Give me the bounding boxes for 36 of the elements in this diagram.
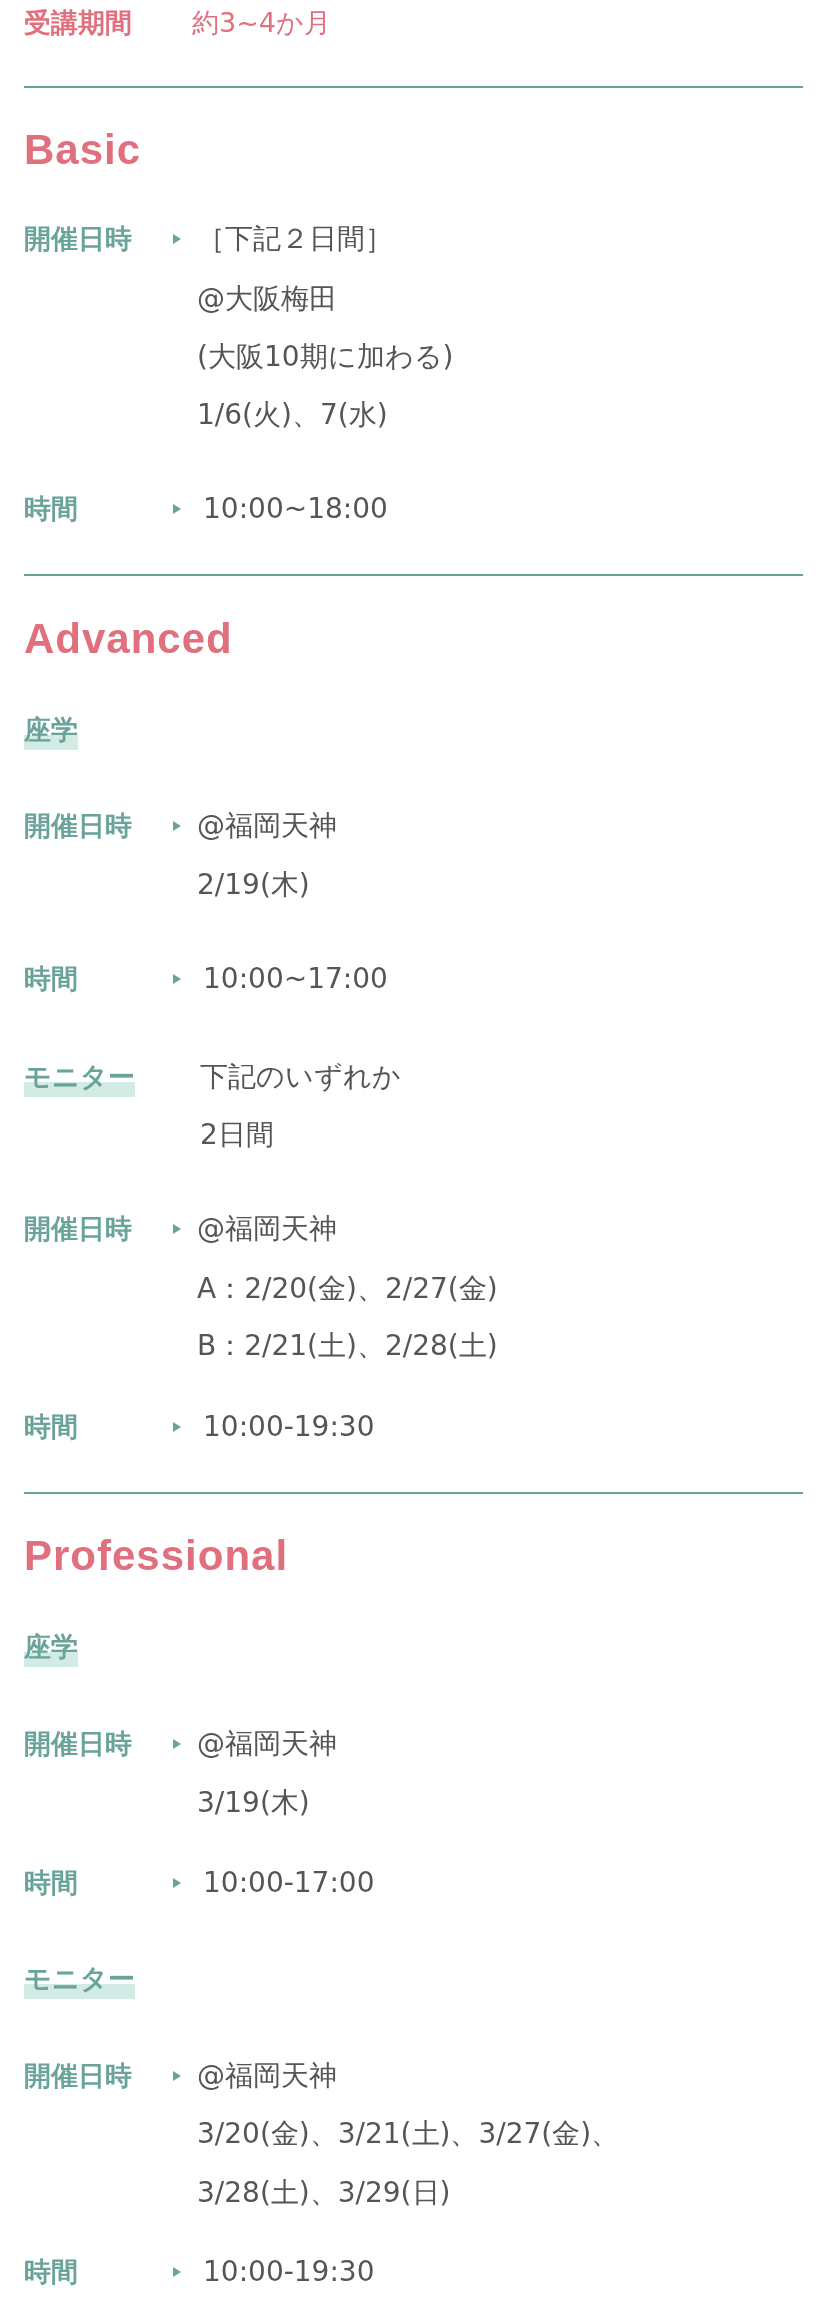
section-heading: Advanced xyxy=(24,614,233,664)
field-value: @福岡天神 xyxy=(197,1211,337,1247)
field-label: 開催日時 xyxy=(24,1727,132,1761)
field-value: 10:00~18:00 xyxy=(203,491,388,527)
field-label: 開催日時 xyxy=(24,809,132,843)
field-label: 開催日時 xyxy=(24,2059,132,2093)
field-label: 受講期間 xyxy=(24,6,132,40)
field-value: (大阪10期に加わる) xyxy=(197,339,454,375)
field-label: 時間 xyxy=(24,1866,78,1900)
field-value: @福岡天神 xyxy=(197,808,337,844)
field-value: 3/19(木) xyxy=(197,1785,310,1821)
field-value: 1/6(火)、7(水) xyxy=(197,397,388,433)
section-heading: Professional xyxy=(24,1531,289,1581)
field-value: B：2/21(土)、2/28(土) xyxy=(197,1328,498,1364)
field-value: 10:00-19:30 xyxy=(203,1409,375,1445)
section-heading: Basic xyxy=(24,125,142,175)
field-value: @大阪梅田 xyxy=(197,281,337,317)
field-value: ［下記２日間］ xyxy=(197,221,393,257)
field-label: 時間 xyxy=(24,1410,78,1444)
field-label: 時間 xyxy=(24,2255,78,2289)
field-value: 10:00~17:00 xyxy=(203,961,388,997)
field-value: @福岡天神 xyxy=(197,2058,337,2094)
field-label: 開催日時 xyxy=(24,1212,132,1246)
field-value: 10:00-17:00 xyxy=(203,1865,375,1901)
field-value: 3/20(金)、3/21(土)、3/27(金)、 xyxy=(197,2116,620,2152)
field-label: 開催日時 xyxy=(24,222,132,256)
field-value: 下記のいずれか xyxy=(200,1059,401,1095)
field-value: 10:00-19:30 xyxy=(203,2254,375,2290)
field-value: @福岡天神 xyxy=(197,1726,337,1762)
field-value: 2日間 xyxy=(200,1117,274,1153)
field-value: A：2/20(金)、2/27(金) xyxy=(197,1271,498,1307)
field-value: 約3~4か月 xyxy=(192,6,331,40)
field-value: 3/28(土)、3/29(日) xyxy=(197,2175,451,2211)
field-value: 2/19(木) xyxy=(197,867,310,903)
field-label: 時間 xyxy=(24,492,78,526)
field-label: 時間 xyxy=(24,962,78,996)
